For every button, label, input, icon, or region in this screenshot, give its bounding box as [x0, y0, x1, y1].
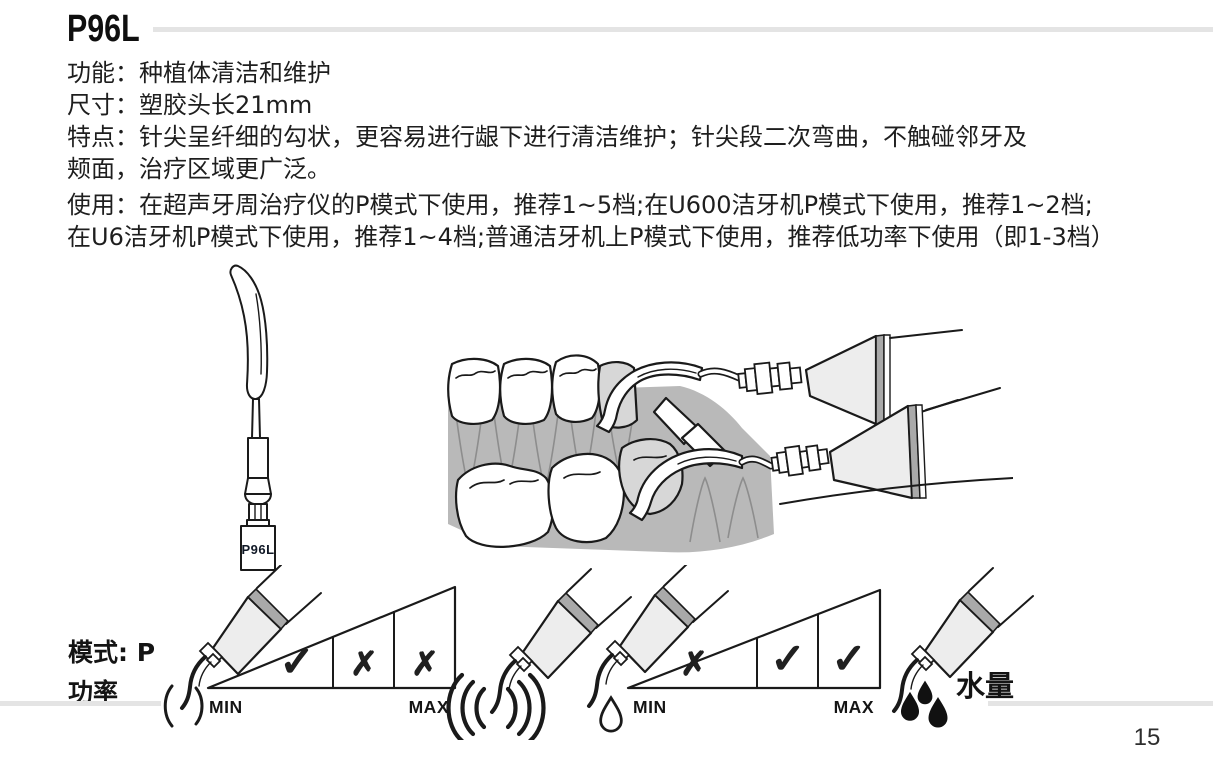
water-label: 水量 [956, 669, 1015, 703]
handpiece-weak-vibration-icon [163, 565, 323, 728]
power-max-label: MAX [409, 697, 449, 717]
power-cell-mark-1: ✓ [279, 637, 314, 686]
water-min-label: MIN [633, 697, 667, 717]
teeth-treatment-illustration [447, 329, 1013, 553]
bottom-right-rule [988, 701, 1213, 706]
lower-handpiece-assembly [628, 387, 1013, 522]
upper-teeth [447, 354, 639, 429]
power-cell-mark-3: ✗ [411, 644, 439, 683]
handpiece-high-water-icon [892, 566, 1035, 728]
power-triangle: ✓ ✗ ✗ MIN MAX [206, 585, 457, 717]
page-title: P96L [67, 8, 140, 50]
power-min-label: MIN [209, 697, 243, 717]
bottom-left-rule [0, 701, 161, 706]
water-cell-mark-1: ✗ [680, 644, 708, 683]
water-cell-mark-3: ✓ [831, 634, 866, 683]
tip-model-label: P96L [241, 542, 274, 557]
page-number: 15 [1133, 724, 1161, 751]
spec-line-usage-2: 在U6洁牙机P模式下使用，推荐1~4档;普通洁牙机上P模式下使用，推荐低功率下使… [67, 223, 1115, 251]
spec-line-size: 尺寸：塑胶头长21mm [67, 91, 313, 119]
power-cell-mark-2: ✗ [350, 644, 378, 683]
mode-label: 模式: P [68, 638, 156, 667]
water-max-label: MAX [834, 697, 874, 717]
water-cell-mark-2: ✓ [770, 634, 805, 683]
power-water-chart: ✓ ✗ ✗ MIN MAX [163, 565, 1035, 740]
title-rule [153, 27, 1213, 32]
upper-connector [737, 361, 803, 396]
handpiece-strong-vibration-icon [446, 567, 633, 740]
spec-line-feature-2: 颊面，治疗区域更广泛。 [67, 155, 331, 183]
lower-connector [770, 444, 830, 477]
water-triangle: ✗ ✓ ✓ MIN MAX [626, 588, 882, 717]
scaler-tip-illustration: P96L [229, 264, 276, 571]
spec-text: 功能：种植体清洁和维护 尺寸：塑胶头长21mm 特点：针尖呈纤细的勾状，更容易进… [67, 57, 1167, 253]
spec-line-usage-1: 使用：在超声牙周治疗仪的P模式下使用，推荐1~5档;在U600洁牙机P模式下使用… [67, 191, 1093, 219]
spec-line-feature-1: 特点：针尖呈纤细的勾状，更容易进行龈下进行清洁维护；针尖段二次弯曲，不触碰邻牙及 [67, 123, 1027, 151]
upper-handpiece-assembly [595, 329, 963, 434]
spec-line-function: 功能：种植体清洁和维护 [67, 59, 331, 87]
